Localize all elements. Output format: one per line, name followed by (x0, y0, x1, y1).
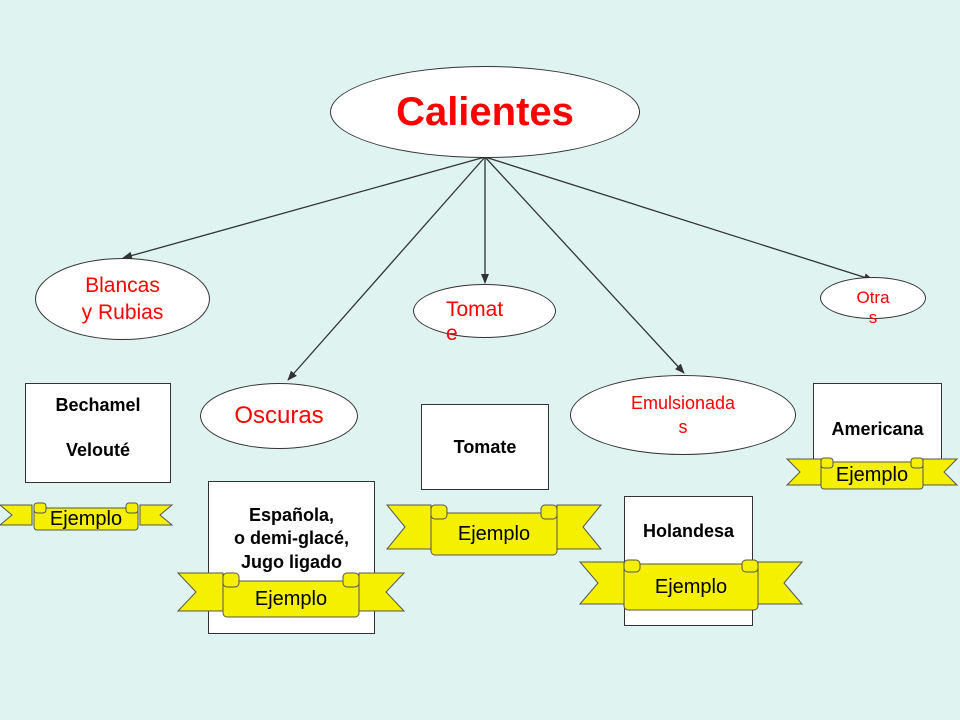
ejemplo-banner-2: Ejemplo (176, 571, 406, 621)
ejemplo-banner-4: Ejemplo (578, 559, 804, 614)
arrow-to-emulsionadas (484, 156, 685, 374)
arrow-to-blancas (122, 156, 486, 260)
category-node-blancas: Blancas y Rubias (35, 258, 210, 340)
category-node-emulsionadas: Emulsionada s (570, 375, 796, 455)
example-box-espanola: Española, o demi-glacé, Jugo ligado (208, 481, 375, 634)
example-box-bechamel: Bechamel Velouté (25, 383, 171, 483)
example-text-bechamel: Bechamel Velouté (55, 395, 141, 460)
ejemplo-banner-3: Ejemplo (385, 503, 603, 557)
category-label-blancas: Blancas y Rubias (81, 273, 164, 324)
category-label-oscuras: Oscuras (234, 402, 324, 429)
arrow-to-otras (484, 156, 874, 282)
example-text-holandesa: Holandesa (642, 521, 735, 541)
category-node-otras: Otra s (820, 277, 926, 327)
ribbon-icon (578, 559, 804, 611)
example-text-espanola: Española, o demi-glacé, Jugo ligado (233, 505, 350, 572)
ejemplo-label: Ejemplo (835, 464, 909, 486)
ribbon-icon (385, 504, 603, 556)
ribbon-icon (785, 457, 959, 490)
ribbon-icon (0, 502, 174, 531)
ejemplo-label: Ejemplo (654, 575, 728, 598)
category-label-emulsionadas: Emulsionada s (630, 392, 736, 437)
ejemplo-label: Ejemplo (457, 522, 531, 545)
example-box-tomate: Tomate (421, 404, 549, 490)
ribbon-icon (176, 572, 406, 618)
category-node-oscuras: Oscuras (200, 383, 358, 449)
category-label-tomate: Tomat e (446, 298, 504, 346)
category-label-otras: Otra s (856, 287, 890, 327)
ejemplo-banner-5: Ejemplo (785, 457, 959, 491)
ejemplo-label: Ejemplo (49, 507, 123, 530)
ejemplo-label: Ejemplo (254, 587, 328, 610)
ejemplo-banner-1: Ejemplo (0, 501, 174, 531)
example-text-americana: Americana (831, 419, 924, 439)
root-node-calientes: Calientes (330, 66, 640, 158)
example-text-tomate: Tomate (453, 436, 517, 457)
category-node-tomate: Tomat e (413, 284, 556, 345)
root-label: Calientes (396, 89, 574, 134)
arrow-to-oscuras (287, 156, 486, 381)
